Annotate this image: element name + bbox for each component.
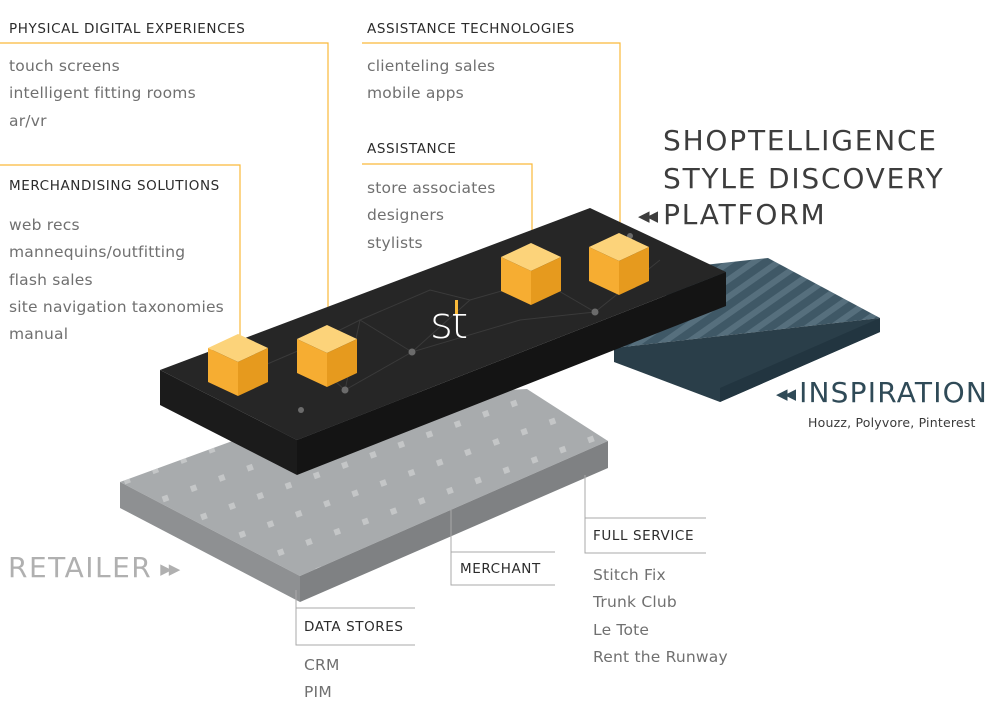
- list-item: Rent the Runway: [593, 647, 728, 666]
- double-left-arrow-icon: ◀◀: [776, 385, 796, 403]
- assistance-tech-heading: ASSISTANCE TECHNOLOGIES: [367, 21, 575, 37]
- merchant-heading: MERCHANT: [460, 561, 541, 577]
- full-service-heading: FULL SERVICE: [593, 528, 695, 544]
- logo-accent: [455, 300, 458, 314]
- inspiration-slab: [614, 258, 880, 402]
- inspiration-label: INSPIRATION: [799, 376, 989, 409]
- list-item: flash sales: [9, 270, 93, 289]
- cube-assistance-tech: [589, 233, 649, 295]
- retailer-label-row: RETAILER ▶▶: [8, 551, 180, 584]
- list-item: designers: [367, 206, 445, 225]
- list-item: site navigation taxonomies: [9, 297, 224, 316]
- retailer-slab: [120, 389, 608, 602]
- data-stores-heading: DATA STORES: [304, 619, 404, 635]
- platform-title-line-3: ◀◀ PLATFORM: [638, 197, 826, 234]
- data-stores-list: CRM PIM: [304, 652, 340, 707]
- cube-physical: [297, 325, 357, 387]
- platform-slab-front: [160, 370, 297, 475]
- retailer-label: RETAILER: [8, 551, 153, 584]
- assistance-list: store associates designers stylists: [367, 175, 495, 257]
- list-item: CRM: [304, 656, 340, 674]
- retailer-slab-side: [300, 441, 608, 602]
- physical-list: touch screens intelligent fitting rooms …: [9, 53, 196, 135]
- physical-heading: PHYSICAL DIGITAL EXPERIENCES: [9, 21, 246, 37]
- list-item: Trunk Club: [593, 593, 677, 612]
- list-item: mannequins/outfitting: [9, 243, 186, 262]
- retailer-slab-dots: [120, 389, 608, 576]
- platform-title-line-1: SHOPTELLIGENCE: [663, 124, 938, 157]
- double-right-arrow-icon: ▶▶: [160, 560, 180, 578]
- retailer-slab-front: [120, 482, 300, 602]
- cube-assistance: [501, 243, 561, 305]
- list-item: ar/vr: [9, 111, 47, 130]
- platform-slab-side: [297, 272, 726, 475]
- connector-assistance: [362, 163, 533, 246]
- platform-logo: st: [430, 298, 467, 349]
- list-item: stylists: [367, 233, 423, 252]
- list-item: Stitch Fix: [593, 566, 666, 584]
- platform-title-line-2: STYLE DISCOVERY: [663, 162, 945, 195]
- connector-assistance-tech: [362, 42, 621, 240]
- full-service-list: Stitch Fix Trunk Club Le Tote Rent the R…: [593, 562, 728, 671]
- list-item: clienteling sales: [367, 57, 496, 75]
- list-item: web recs: [9, 216, 80, 234]
- inspiration-label-row: ◀◀INSPIRATION: [776, 376, 988, 409]
- inspiration-slab-edge: [614, 318, 880, 402]
- bottom-connector-lines: [295, 475, 706, 646]
- list-item: intelligent fitting rooms: [9, 84, 196, 103]
- assistance-heading: ASSISTANCE: [367, 141, 457, 157]
- connector-merchandising: [0, 164, 241, 340]
- inspiration-slab-side: [720, 318, 880, 402]
- inspiration-sources: Houzz, Polyvore, Pinterest: [808, 415, 976, 430]
- list-item: Le Tote: [593, 620, 650, 639]
- list-item: PIM: [304, 683, 332, 702]
- list-item: mobile apps: [367, 84, 464, 103]
- platform-slab: st: [160, 208, 726, 475]
- merchandising-list: web recs mannequins/outfitting flash sal…: [9, 212, 224, 348]
- connector-full-service: [584, 475, 706, 554]
- list-item: store associates: [367, 179, 496, 197]
- cube-merchandising: [208, 334, 268, 396]
- list-item: manual: [9, 325, 69, 344]
- platform-title-line-3-text: PLATFORM: [663, 198, 827, 231]
- connector-lines: [0, 42, 621, 340]
- list-item: touch screens: [9, 57, 120, 75]
- assistance-tech-list: clienteling sales mobile apps: [367, 53, 495, 108]
- connector-merchant: [450, 510, 555, 586]
- connector-data-stores: [295, 590, 415, 646]
- connector-physical: [0, 42, 329, 338]
- merchandising-heading: MERCHANDISING SOLUTIONS: [9, 178, 220, 194]
- solution-cubes: [208, 233, 649, 396]
- double-left-arrow-icon: ◀◀: [638, 207, 658, 225]
